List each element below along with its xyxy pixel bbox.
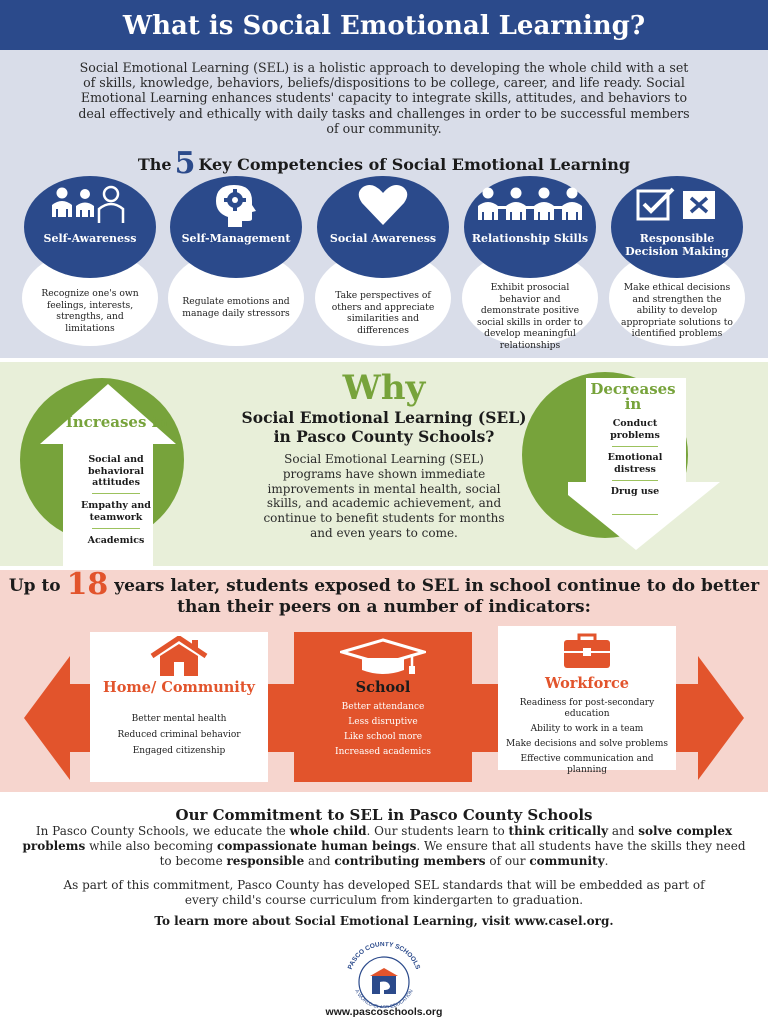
school-item: Better attendance	[341, 702, 425, 712]
graduation-cap-icon	[340, 638, 426, 674]
increases-item: Empathy and teamwork	[81, 500, 151, 523]
competency-label: Social Awareness	[329, 232, 437, 245]
competency-self-management: Self-Management Regulate emotions and ma…	[168, 176, 304, 348]
competency-label: Self-Awareness	[43, 232, 137, 245]
competency-social-awareness: Social Awareness Take perspectives of ot…	[315, 176, 451, 348]
checkbox-icon	[611, 180, 743, 230]
workforce-item: Make decisions and solve problems	[506, 739, 668, 749]
school-item: Like school more	[343, 732, 423, 742]
increases-title: Increases in	[65, 413, 169, 431]
competency-responsible-decision-making: Responsible Decision Making Make ethical…	[609, 176, 745, 348]
why-body: Social Emotional Learning (SEL) programs…	[263, 452, 505, 540]
why-subheading: Social Emotional Learning (SEL) in Pasco…	[241, 408, 527, 446]
home-item: Engaged citizenship	[132, 746, 226, 756]
increases-item: Academics	[87, 535, 145, 546]
workforce-title: Workforce	[544, 675, 630, 692]
home-item: Better mental health	[131, 714, 227, 724]
workforce-item: Effective communication and planning	[520, 754, 654, 775]
competency-description: Exhibit prosocial behavior and demonstra…	[477, 282, 583, 351]
home-item: Reduced criminal behavior	[117, 730, 241, 740]
learn-more-text: To learn more about Social Emotional Lea…	[154, 914, 614, 928]
why-section: Increases in Social and behavioral attit…	[0, 362, 768, 566]
school-card: School Better attendance Less disruptive…	[294, 632, 472, 782]
workforce-card: Workforce Readiness for post-secondary e…	[498, 626, 676, 775]
school-item: Increased academics	[335, 747, 431, 757]
competency-self-awareness: Self-Awareness Recognize one's own feeli…	[22, 176, 158, 348]
long-term-title: Up to 18 years later, students exposed t…	[8, 567, 760, 618]
competency-relationship-skills: Relationship Skills Exhibit prosocial be…	[462, 176, 598, 351]
increases-item: Social and behavioral attitudes	[88, 454, 144, 488]
decreases-title: Decreases in	[590, 380, 676, 413]
people-icon	[24, 180, 156, 230]
decreases-item: Conduct problems	[610, 418, 660, 441]
head-gear-icon	[170, 180, 302, 230]
group-icon	[464, 180, 596, 230]
down-arrow-icon	[568, 378, 720, 550]
competencies-section: Social Emotional Learning (SEL) is a hol…	[0, 50, 768, 358]
commitment-section: Our Commitment to SEL in Pasco County Sc…	[0, 796, 768, 1024]
pasco-schools-logo: PASCO COUNTY SCHOOLS A WORLD-CLASS EDUCA…	[347, 942, 422, 1008]
competency-label: Responsible Decision Making	[625, 232, 729, 258]
heart-icon	[317, 180, 449, 230]
competency-label: Relationship Skills	[471, 232, 589, 245]
intro-paragraph: Social Emotional Learning (SEL) is a hol…	[78, 60, 690, 136]
competency-description: Regulate emotions and manage daily stres…	[182, 296, 290, 319]
commitment-paragraph: In Pasco County Schools, we educate the …	[22, 824, 746, 868]
standards-paragraph: As part of this commitment, Pasco County…	[63, 878, 705, 907]
why-heading: Why	[342, 368, 426, 408]
house-icon	[150, 636, 208, 676]
school-title: School	[355, 679, 411, 696]
decreases-item: Emotional distress	[607, 452, 663, 475]
home-community-card: Home/ Community Better mental health Red…	[90, 632, 268, 782]
school-item: Less disruptive	[348, 717, 418, 727]
long-term-section: Up to 18 years later, students exposed t…	[0, 570, 768, 792]
competency-description: Make ethical decisions and strengthen th…	[621, 282, 733, 340]
home-community-title: Home/ Community	[103, 679, 255, 696]
competency-description: Take perspectives of others and apprecia…	[331, 290, 435, 336]
competencies-count: 5	[174, 146, 196, 181]
commitment-title: Our Commitment to SEL in Pasco County Sc…	[175, 806, 593, 824]
up-arrow-icon	[40, 384, 176, 566]
competency-label: Self-Management	[181, 232, 291, 245]
years-number: 18	[66, 567, 109, 602]
website-url[interactable]: www.pascoschools.org	[325, 1006, 443, 1018]
workforce-item: Ability to work in a team	[530, 724, 644, 734]
competency-description: Recognize one's own feelings, interests,…	[41, 288, 139, 334]
workforce-item: Readiness for post-secondary education	[519, 698, 655, 719]
decreases-item: Drug use	[610, 486, 660, 497]
page-title: What is Social Emotional Learning?	[0, 0, 768, 50]
briefcase-icon	[564, 633, 610, 668]
